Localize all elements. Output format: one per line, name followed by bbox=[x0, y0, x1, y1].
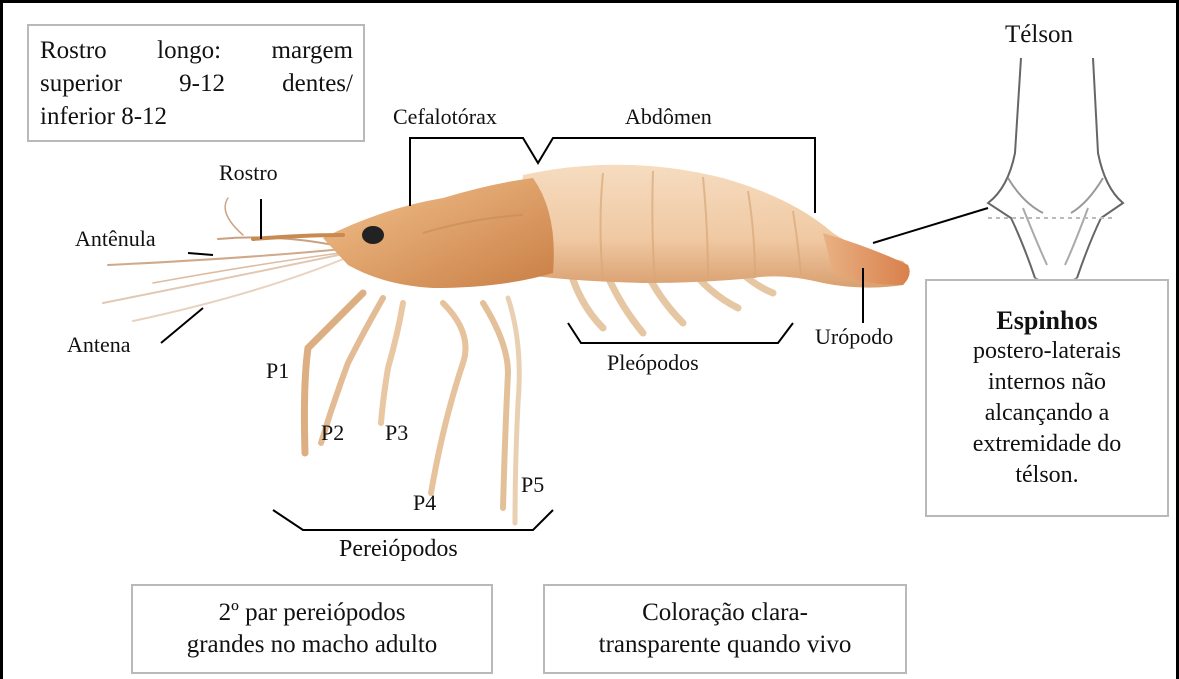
coloration-info-box: Coloração clara- transparente quando viv… bbox=[543, 584, 907, 674]
label-p1: P1 bbox=[266, 359, 289, 383]
rostro-info-word: dentes/ bbox=[282, 67, 353, 100]
label-pleopodos: Pleópodos bbox=[607, 351, 699, 375]
pereiopods bbox=[304, 293, 519, 523]
label-antenula: Antênula bbox=[75, 227, 156, 251]
espinhos-line: télson. bbox=[933, 460, 1161, 491]
espinhos-line: extremidade do bbox=[933, 429, 1161, 460]
label-pereiopodos: Pereiópodos bbox=[339, 537, 458, 561]
label-p2: P2 bbox=[321, 421, 344, 445]
label-uropodo: Urópodo bbox=[815, 325, 893, 349]
rostro-info-line-2: superior 9-12 dentes/ bbox=[40, 67, 353, 100]
rostro-info-line-3: inferior 8-12 bbox=[40, 100, 353, 133]
coloration-line: Coloração clara- bbox=[545, 597, 905, 629]
espinhos-line: postero-laterais bbox=[933, 336, 1161, 367]
label-abdomen: Abdômen bbox=[625, 105, 712, 129]
second-pair-line: 2º par pereiópodos bbox=[133, 597, 491, 629]
rostro-info-word: longo: bbox=[157, 34, 221, 67]
rostro-info-word: margem bbox=[272, 34, 353, 67]
label-p4: P4 bbox=[413, 491, 436, 515]
rostro-info-line-1: Rostro longo: margem bbox=[40, 34, 353, 67]
antennae bbox=[103, 198, 355, 321]
label-p5: P5 bbox=[521, 473, 544, 497]
espinhos-info-box: Espinhos postero-laterais internos não a… bbox=[925, 279, 1169, 517]
second-pair-line: grandes no macho adulto bbox=[133, 629, 491, 661]
rostro-info-word: Rostro bbox=[40, 34, 107, 67]
label-p3: P3 bbox=[385, 421, 408, 445]
espinhos-line: Espinhos bbox=[933, 305, 1161, 336]
label-cefalotorax: Cefalotórax bbox=[393, 105, 497, 129]
espinhos-line: internos não bbox=[933, 367, 1161, 398]
label-rostro: Rostro bbox=[219, 161, 278, 185]
label-antena: Antena bbox=[67, 333, 131, 357]
rostro-info-box: Rostro longo: margem superior 9-12 dente… bbox=[27, 24, 365, 142]
espinhos-line: alcançando a bbox=[933, 398, 1161, 429]
label-telson: Télson bbox=[1005, 23, 1073, 47]
telson-illustration bbox=[988, 58, 1123, 286]
coloration-line: transparente quando vivo bbox=[545, 629, 905, 661]
rostro-info-word: 9-12 bbox=[179, 67, 225, 100]
rostro-info-word: superior bbox=[40, 67, 122, 100]
second-pair-info-box: 2º par pereiópodos grandes no macho adul… bbox=[131, 584, 493, 674]
shrimp-body bbox=[253, 165, 910, 288]
